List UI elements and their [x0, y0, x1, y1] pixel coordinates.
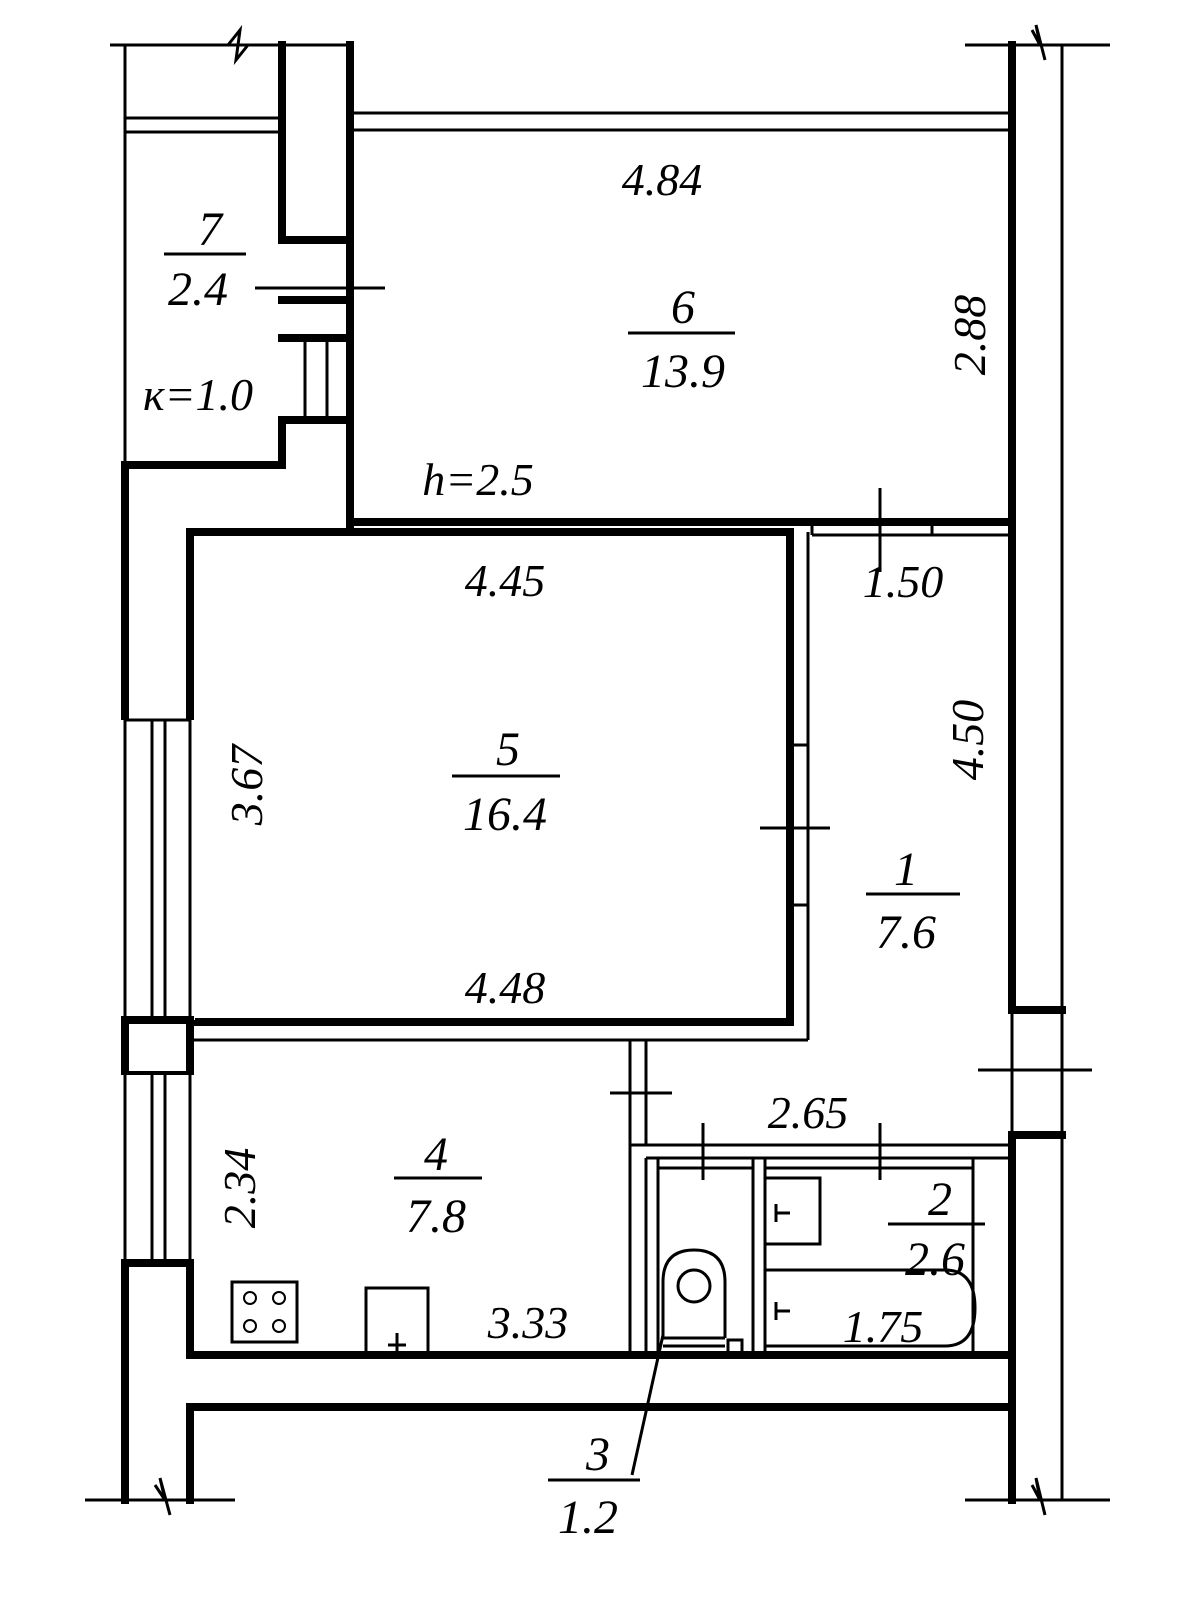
- stove-icon: [230, 1280, 299, 1344]
- room-3-area: 1.2: [558, 1491, 618, 1544]
- balcony: [110, 24, 350, 465]
- room-2-area: 2.6: [905, 1233, 965, 1286]
- room-3-number: 3: [585, 1428, 610, 1481]
- room-6-area: 13.9: [641, 345, 725, 398]
- washbasin-icon: [763, 1176, 822, 1246]
- right-window: [1008, 1006, 1066, 1139]
- dim-r5-top: 4.45: [465, 555, 546, 606]
- toilet-icon: [661, 1248, 727, 1338]
- room-7-area: 2.4: [168, 263, 228, 316]
- dim-r1-bottom: 2.65: [768, 1087, 849, 1138]
- dim-r1-right: 4.50: [942, 700, 993, 781]
- bathtub-icon: [765, 1268, 977, 1348]
- dim-r4-left: 2.34: [214, 1148, 265, 1229]
- room-labels: 7 2.4 6 13.9 5 16.4 1 7.6 4 7.8 2 2.6 3 …: [164, 203, 985, 1544]
- room-2-number: 2: [928, 1173, 952, 1226]
- walls: [121, 41, 1064, 1504]
- door-marks: [255, 286, 1092, 1180]
- room-1-number: 1: [894, 843, 918, 896]
- fixtures: [230, 1176, 977, 1357]
- dim-r5-left: 3.67: [221, 743, 272, 827]
- room-4-area: 7.8: [406, 1190, 466, 1243]
- room-4-number: 4: [424, 1128, 448, 1181]
- dim-r6-right: 2.88: [944, 295, 995, 376]
- dim-r2-bath: 1.75: [843, 1301, 924, 1352]
- room-6-number: 6: [671, 281, 695, 334]
- dim-r1-top: 1.50: [863, 556, 944, 607]
- dimension-labels: 4.84 2.88 h=2.5 к=1.0 4.45 3.67 4.48 1.5…: [143, 154, 995, 1352]
- room-3-leader: [630, 1334, 665, 1476]
- dim-r4-bottom: 3.33: [487, 1297, 569, 1348]
- room-5-area: 16.4: [463, 788, 547, 841]
- room-5-partitions: [186, 528, 810, 1042]
- dim-r6-height: h=2.5: [422, 454, 534, 505]
- break-marks: [85, 24, 1110, 1516]
- room-1-area: 7.6: [876, 906, 936, 959]
- dim-r7-coef: к=1.0: [143, 369, 253, 420]
- dim-r6-top: 4.84: [622, 154, 703, 205]
- room-5-number: 5: [496, 723, 520, 776]
- room-7-number: 7: [198, 203, 224, 256]
- dim-r5-bottom: 4.48: [465, 962, 546, 1013]
- left-windows: [121, 718, 195, 1267]
